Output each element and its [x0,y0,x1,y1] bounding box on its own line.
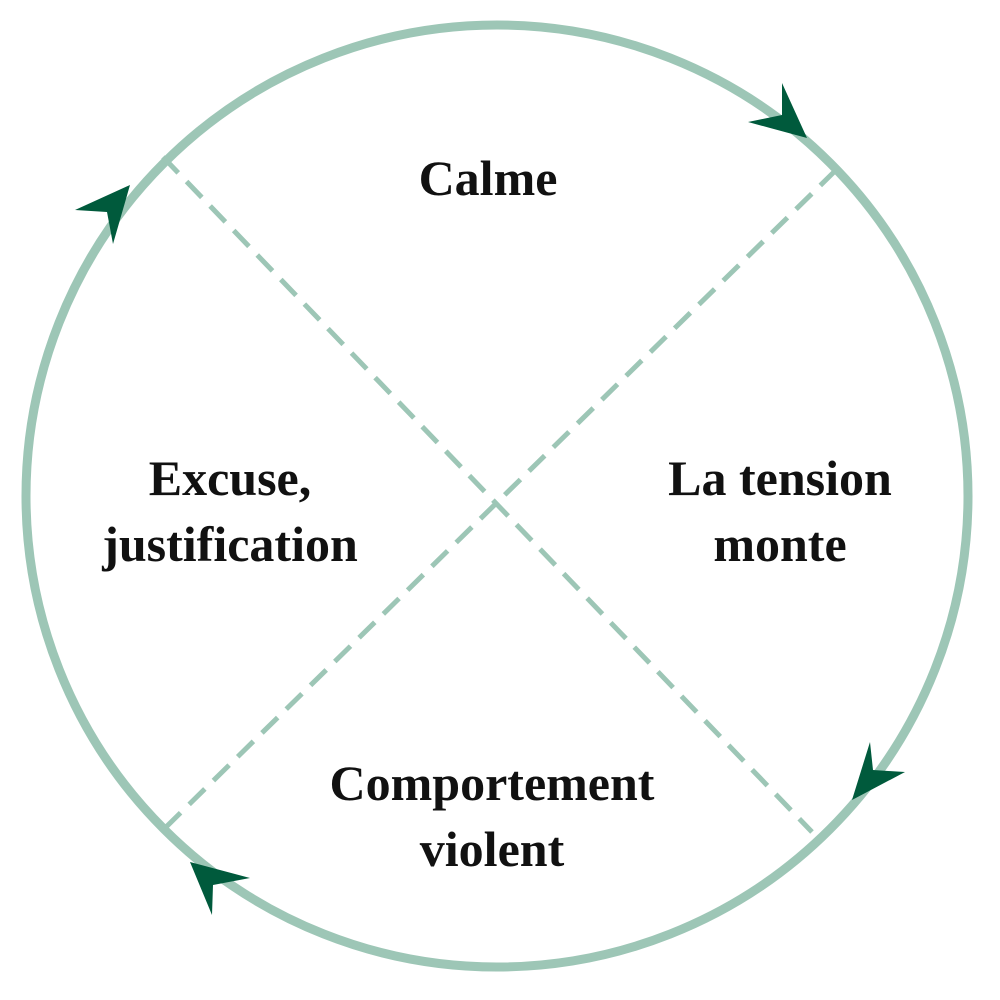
arrow-head-icon [852,742,905,800]
phase-label-tension: La tension monte [668,445,892,577]
phase-label-calme: Calme [419,145,558,211]
label-line: La tension [668,450,892,506]
arrow-head-icon [75,185,130,244]
arrow-head-icon [190,862,250,915]
divider-line-1 [161,155,814,834]
phase-label-excuse: Excuse, justification [102,445,358,577]
label-line: justification [102,516,358,572]
label-line: violent [419,821,565,877]
label-line: Comportement [329,755,655,811]
divider-line-2 [161,168,838,832]
arrow-head-icon [748,83,807,138]
label-line: Calme [418,150,558,206]
phase-label-violent: Comportement violent [330,750,655,882]
cycle-circle [21,20,973,972]
label-line: monte [713,516,847,572]
label-line: Excuse, [148,450,312,506]
